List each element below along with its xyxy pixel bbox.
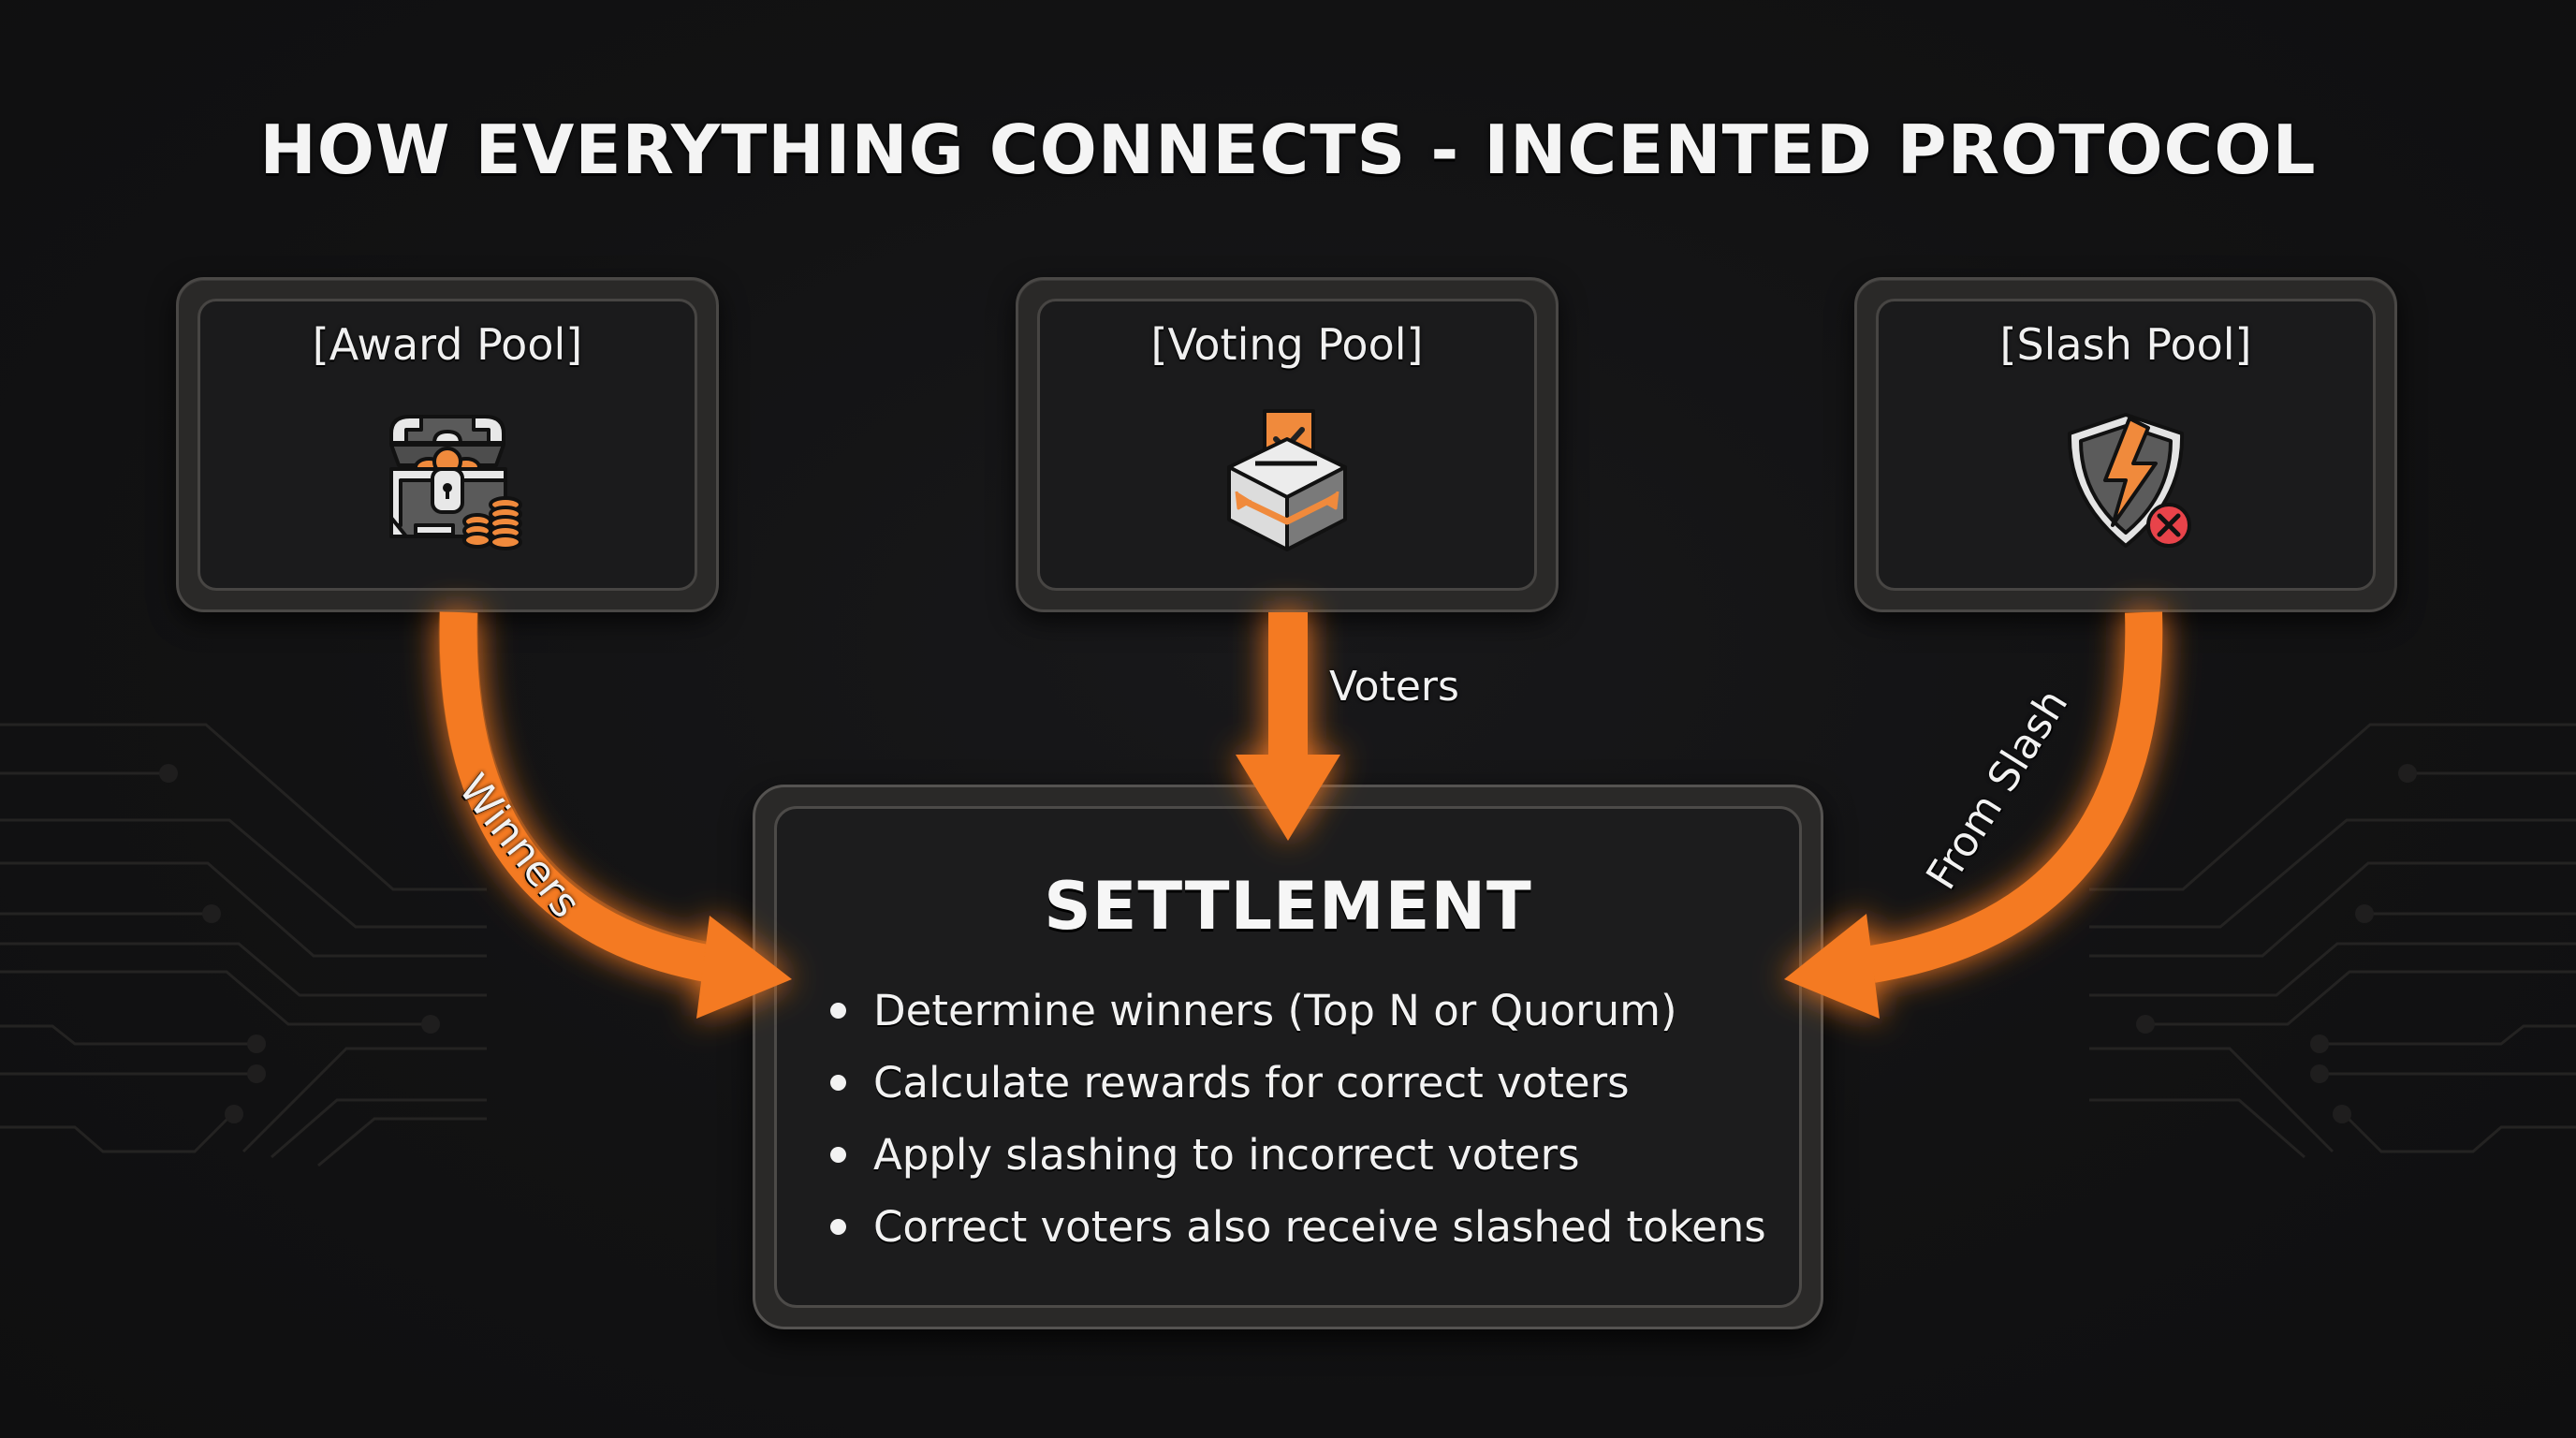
settlement-item: Correct voters also receive slashed toke… — [830, 1191, 1766, 1263]
settlement-card-inner — [774, 806, 1802, 1308]
ballot-box-icon — [1227, 409, 1347, 551]
page-title: HOW EVERYTHING CONNECTS - INCENTED PROTO… — [259, 110, 2317, 189]
treasure-chest-coins-icon — [389, 415, 522, 550]
bullet-icon — [830, 1147, 846, 1163]
settlement-item-text: Calculate rewards for correct voters — [873, 1058, 1630, 1108]
voting-pool-title: [Voting Pool] — [1150, 319, 1424, 370]
settlement-card[interactable]: SETTLEMENT Determine winners (Top N or Q… — [753, 785, 1823, 1329]
settlement-list: Determine winners (Top N or Quorum) Calc… — [830, 975, 1766, 1263]
voters-flow-label: Voters — [1329, 663, 1459, 711]
bullet-icon — [830, 1075, 846, 1091]
slash-pool-card[interactable]: [Slash Pool] — [1854, 277, 2397, 612]
shield-lightning-x-icon — [2067, 413, 2191, 548]
settlement-item-text: Apply slashing to incorrect voters — [873, 1130, 1580, 1180]
bullet-icon — [830, 1219, 846, 1235]
settlement-item: Apply slashing to incorrect voters — [830, 1119, 1766, 1191]
settlement-item-text: Correct voters also receive slashed toke… — [873, 1202, 1766, 1252]
settlement-title: SETTLEMENT — [1044, 868, 1532, 945]
slash-pool-title: [Slash Pool] — [1999, 319, 2252, 370]
settlement-item: Determine winners (Top N or Quorum) — [830, 975, 1766, 1047]
settlement-item: Calculate rewards for correct voters — [830, 1047, 1766, 1119]
bullet-icon — [830, 1003, 846, 1019]
voting-pool-card[interactable]: [Voting Pool] — [1016, 277, 1559, 612]
award-pool-card[interactable]: [Award Pool] — [176, 277, 719, 612]
settlement-item-text: Determine winners (Top N or Quorum) — [873, 986, 1677, 1035]
award-pool-title: [Award Pool] — [312, 319, 583, 370]
